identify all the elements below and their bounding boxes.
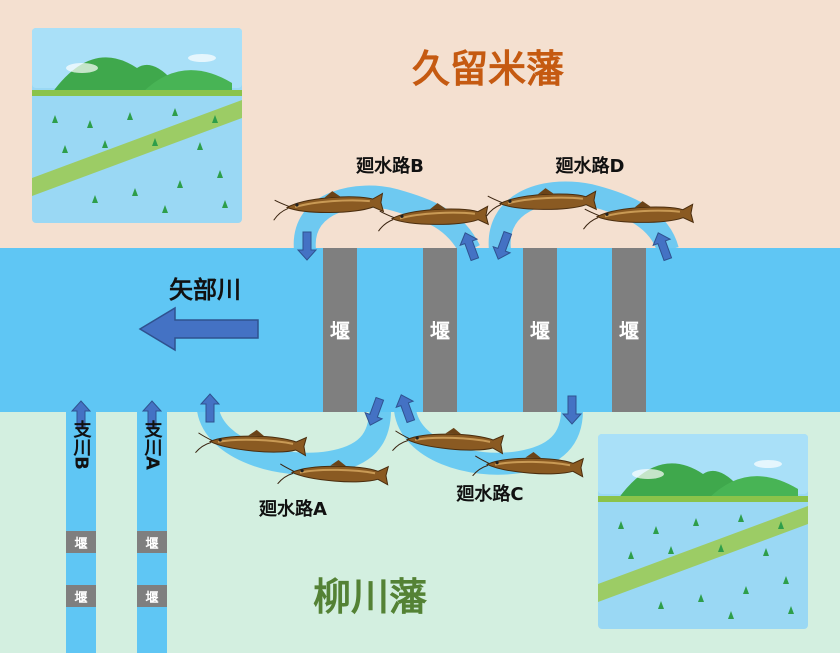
branch-a-label: 支川A bbox=[142, 419, 164, 470]
branch-b-label: 支川B bbox=[71, 419, 93, 470]
river-name: 矢部川 bbox=[169, 276, 241, 304]
branch-a-weir-2 bbox=[137, 585, 167, 607]
branch-b-weir-1-label: 堰 bbox=[74, 536, 87, 552]
weir-3-label: 堰 bbox=[530, 319, 550, 343]
weir-1-label: 堰 bbox=[330, 319, 350, 343]
weir-2 bbox=[423, 248, 457, 412]
south-domain-title: 柳川藩 bbox=[313, 575, 428, 619]
paddy-field-illustration-north bbox=[32, 28, 242, 223]
channel-b-label: 廻水路B bbox=[355, 155, 424, 177]
branch-a-weir-2-label: 堰 bbox=[145, 590, 158, 606]
branch-b-weir-2-label: 堰 bbox=[74, 590, 87, 606]
bypass-channel-b bbox=[293, 185, 480, 256]
branch-b-weir-1 bbox=[66, 531, 96, 553]
branch-b-weir-2 bbox=[66, 585, 96, 607]
weir-4 bbox=[612, 248, 646, 412]
weir-3 bbox=[523, 248, 557, 412]
weir-2-label: 堰 bbox=[430, 319, 450, 343]
north-domain-title: 久留米藩 bbox=[412, 47, 565, 91]
main-river bbox=[0, 248, 840, 412]
paddy-field-illustration-south bbox=[598, 434, 808, 629]
branch-a-weir-1-label: 堰 bbox=[145, 536, 158, 552]
channel-c-label: 廻水路C bbox=[455, 483, 523, 505]
river-flow-arrow bbox=[138, 306, 259, 352]
weir-1 bbox=[323, 248, 357, 412]
weir-4-label: 堰 bbox=[619, 319, 639, 343]
channel-d-label: 廻水路D bbox=[555, 155, 625, 177]
branch-a-weir-1 bbox=[137, 531, 167, 553]
channel-a-label: 廻水路A bbox=[258, 498, 327, 520]
